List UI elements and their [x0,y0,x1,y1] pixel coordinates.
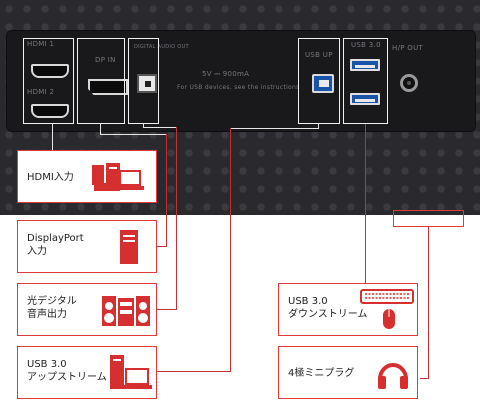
pc-tower-icon [120,230,138,264]
optical-label: 光デジタル 音声出力 [27,296,77,320]
silk-notice-2: For USB devices, see the instructions [177,84,300,91]
keyboard-mouse-icon [360,289,414,329]
usb-up-highlight [298,38,340,124]
silk-hdmi1: HDMI 1 [27,40,55,48]
usb-upstream-label-box: USB 3.0 アップストリーム [17,346,157,399]
audio-system-icon [102,296,150,326]
silk-usb-down: USB 3.0 [351,41,381,49]
displayport-label-box: DisplayPort 入力 [17,220,157,273]
hdmi-label: HDMI入力 [27,172,74,183]
hdmi-label-box: HDMI入力 [17,150,157,203]
headphone-highlight [393,210,464,227]
wire-usbdown [365,124,366,283]
headphone-label-box: 4極ミニプラグ [278,346,418,399]
wire-usbup-1 [318,124,319,129]
wire-dp-3 [166,134,167,247]
hdmi-port-1 [31,64,69,78]
silk-notice-1: 5V ⎓ 900mA [202,70,250,78]
usb-b-port [312,74,334,93]
usb-a-port-2 [350,93,380,105]
usb-downstream-label: USB 3.0 ダウンストリーム [288,296,368,320]
usb-downstream-label-box: USB 3.0 ダウンストリーム [278,283,418,336]
wire-hdmi [52,124,53,150]
optical-label-box: 光デジタル 音声出力 [17,283,157,336]
wire-usbup-4 [157,371,231,372]
hdmi-highlight [23,38,74,124]
wire-hp-2 [420,378,429,379]
silk-headphone: H/P OUT [392,44,424,52]
headphone-jack [400,74,418,92]
optical-highlight [128,38,159,124]
wire-usbup-3 [230,128,231,372]
wire-hp-1 [428,227,429,379]
wire-opt-3 [176,127,177,310]
rear-panel: HDMI 1 HDMI 2 DP IN DIGITAL AUDIO OUT 5V… [0,0,480,215]
displayport-port [88,79,128,95]
usb-a-port-1 [350,59,380,71]
wire-dp-2 [100,134,166,135]
wire-opt-2 [143,127,177,128]
pc-laptop-icon [110,355,152,389]
displayport-highlight [77,38,125,124]
usb-upstream-label: USB 3.0 アップストリーム [27,359,107,383]
wire-dp-4 [157,246,167,247]
optical-port [137,74,157,93]
wire-opt-1 [143,124,144,128]
usb-down-highlight [343,38,388,124]
wire-usbup-2 [230,128,319,129]
silk-hdmi2: HDMI 2 [27,88,55,96]
silk-dp-in: DP IN [95,56,116,64]
hdmi-port-2 [31,104,69,118]
game-console-pc-laptop-icon [92,163,144,191]
wire-opt-4 [157,309,177,310]
silk-usb-up: USB UP [305,51,333,59]
port-plate: HDMI 1 HDMI 2 DP IN DIGITAL AUDIO OUT 5V… [6,30,476,132]
headphones-icon [378,363,408,389]
headphone-label: 4極ミニプラグ [288,368,355,379]
displayport-label: DisplayPort 入力 [27,233,84,257]
silk-optical: DIGITAL AUDIO OUT [134,44,189,50]
wire-dp-1 [100,124,101,134]
